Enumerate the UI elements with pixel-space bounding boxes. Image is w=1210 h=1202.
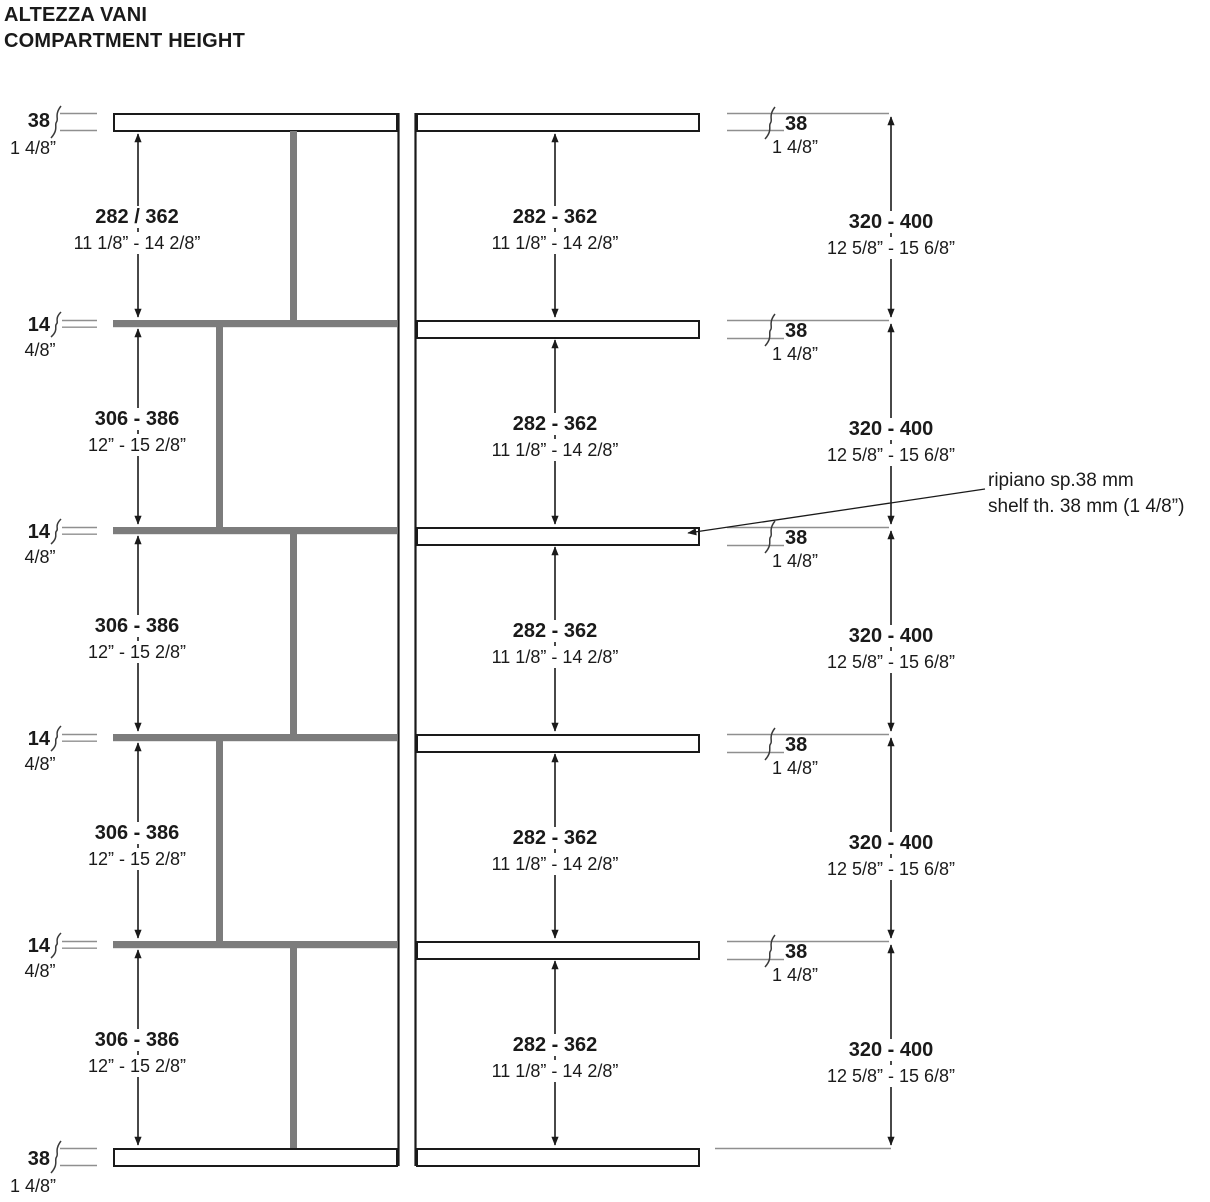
thickness-label-inch: 4/8”	[24, 961, 56, 981]
tick-icon	[764, 727, 776, 761]
pitch-dim-mm: 320 - 400	[816, 832, 966, 854]
tick-icon	[50, 311, 62, 338]
thickness-label-inch: 1 4/8”	[9, 1176, 57, 1196]
compartment-dim-mm: 282 / 362	[67, 206, 207, 228]
compartment-dim-mm: 306 - 386	[67, 615, 207, 637]
tick-icon	[764, 934, 776, 968]
left-thin-shelf	[113, 527, 397, 535]
compartment-dim-mm: 282 - 362	[485, 413, 625, 435]
pitch-dim-inch: 12 5/8” - 15 6/8”	[796, 444, 986, 466]
pitch-dim-mm: 320 - 400	[816, 211, 966, 233]
callout-lines	[60, 112, 891, 1167]
compartment-dim-inch: 12” - 15 2/8”	[59, 641, 215, 663]
thickness-label-mm: 38	[785, 734, 808, 756]
thickness-label-mm: 38	[785, 941, 808, 963]
compartment-dim-inch: 11 1/8” - 14 2/8”	[455, 646, 655, 668]
diagram-title-en: COMPARTMENT HEIGHT	[4, 30, 245, 52]
compartment-dim-mm: 282 - 362	[485, 1034, 625, 1056]
leader-line	[687, 488, 986, 536]
thickness-label-mm: 38	[27, 1148, 50, 1170]
left-thin-shelves	[113, 320, 397, 949]
thickness-label-inch: 4/8”	[24, 754, 56, 774]
divider	[216, 327, 223, 527]
middle-shelf	[416, 320, 700, 339]
shelf-thickness-note-it: ripiano sp.38 mm	[988, 470, 1134, 491]
middle-shelf	[416, 527, 700, 546]
divider	[290, 131, 297, 320]
pitch-dim-inch: 12 5/8” - 15 6/8”	[796, 1065, 986, 1087]
thickness-label-mm: 14	[27, 521, 50, 543]
thickness-label-mm: 14	[27, 935, 50, 957]
thickness-label-inch: 1 4/8”	[772, 137, 819, 157]
thickness-label-inch: 4/8”	[24, 340, 56, 360]
compartment-dim-mm: 306 - 386	[67, 822, 207, 844]
middle-shelf	[416, 941, 700, 960]
pitch-dim-mm: 320 - 400	[816, 1039, 966, 1061]
divider	[290, 948, 297, 1148]
compartment-dim-inch: 12” - 15 2/8”	[59, 1055, 215, 1077]
pitch-dim-inch: 12 5/8” - 15 6/8”	[796, 858, 986, 880]
tick-icon	[50, 518, 62, 545]
tick-icon	[764, 106, 776, 140]
annotation-leader	[687, 488, 986, 536]
thickness-label-inch: 1 4/8”	[772, 965, 819, 985]
thickness-label-mm: 14	[27, 314, 50, 336]
compartment-dim-inch: 12” - 15 2/8”	[59, 848, 215, 870]
thickness-label-mm: 38	[785, 320, 808, 342]
middle-shelf	[416, 1148, 700, 1167]
thickness-label-mm: 38	[785, 113, 808, 135]
tick-icon	[764, 313, 776, 347]
tick-icon	[50, 105, 62, 139]
compartment-dim-inch: 11 1/8” - 14 2/8”	[455, 1060, 655, 1082]
left-bottom-shelf	[113, 1148, 398, 1167]
compartment-dim-mm: 282 - 362	[485, 827, 625, 849]
thickness-label-inch: 1 4/8”	[9, 138, 57, 158]
thickness-label-inch: 1 4/8”	[772, 344, 819, 364]
left-top-shelf	[113, 113, 398, 132]
compartment-dim-inch: 11 1/8” - 14 2/8”	[455, 439, 655, 461]
pitch-dim-mm: 320 - 400	[816, 625, 966, 647]
compartment-dim-mm: 282 - 362	[485, 620, 625, 642]
compartment-dim-inch: 11 1/8” - 14 2/8”	[455, 232, 655, 254]
left-thin-shelf	[113, 320, 397, 328]
thickness-label-mm: 38	[27, 110, 50, 132]
middle-shelf	[416, 113, 700, 132]
shelf-thickness-note-en: shelf th. 38 mm (1 4/8”)	[988, 496, 1185, 517]
left-thin-shelf	[113, 941, 397, 949]
divider	[290, 534, 297, 734]
middle-shelf	[416, 734, 700, 753]
tick-icon	[50, 932, 62, 959]
left-bay	[113, 113, 398, 1167]
compartment-dim-mm: 306 - 386	[67, 1029, 207, 1051]
upright-panel	[397, 113, 417, 1166]
thickness-label-mm: 14	[27, 728, 50, 750]
divider	[216, 741, 223, 941]
compartment-dim-mm: 282 - 362	[485, 206, 625, 228]
thickness-label-mm: 38	[785, 527, 808, 549]
thickness-label-inch: 1 4/8”	[772, 551, 819, 571]
tick-icon	[764, 520, 776, 554]
left-thin-shelf	[113, 734, 397, 742]
compartment-dim-inch: 12” - 15 2/8”	[59, 434, 215, 456]
thickness-label-inch: 4/8”	[24, 547, 56, 567]
pitch-dim-mm: 320 - 400	[816, 418, 966, 440]
compartment-dim-mm: 306 - 386	[67, 408, 207, 430]
tick-icon	[50, 725, 62, 752]
pitch-dim-inch: 12 5/8” - 15 6/8”	[796, 651, 986, 673]
compartment-dim-inch: 11 1/8” - 14 2/8”	[59, 232, 215, 254]
thickness-label-inch: 1 4/8”	[772, 758, 819, 778]
diagram-title-it: ALTEZZA VANI	[4, 4, 148, 26]
middle-bay	[416, 113, 700, 1167]
thickness-tick-icons	[50, 105, 776, 1174]
compartment-dim-inch: 11 1/8” - 14 2/8”	[455, 853, 655, 875]
left-vertical-dividers	[216, 131, 297, 1148]
tick-icon	[50, 1140, 62, 1174]
pitch-dim-inch: 12 5/8” - 15 6/8”	[796, 237, 986, 259]
